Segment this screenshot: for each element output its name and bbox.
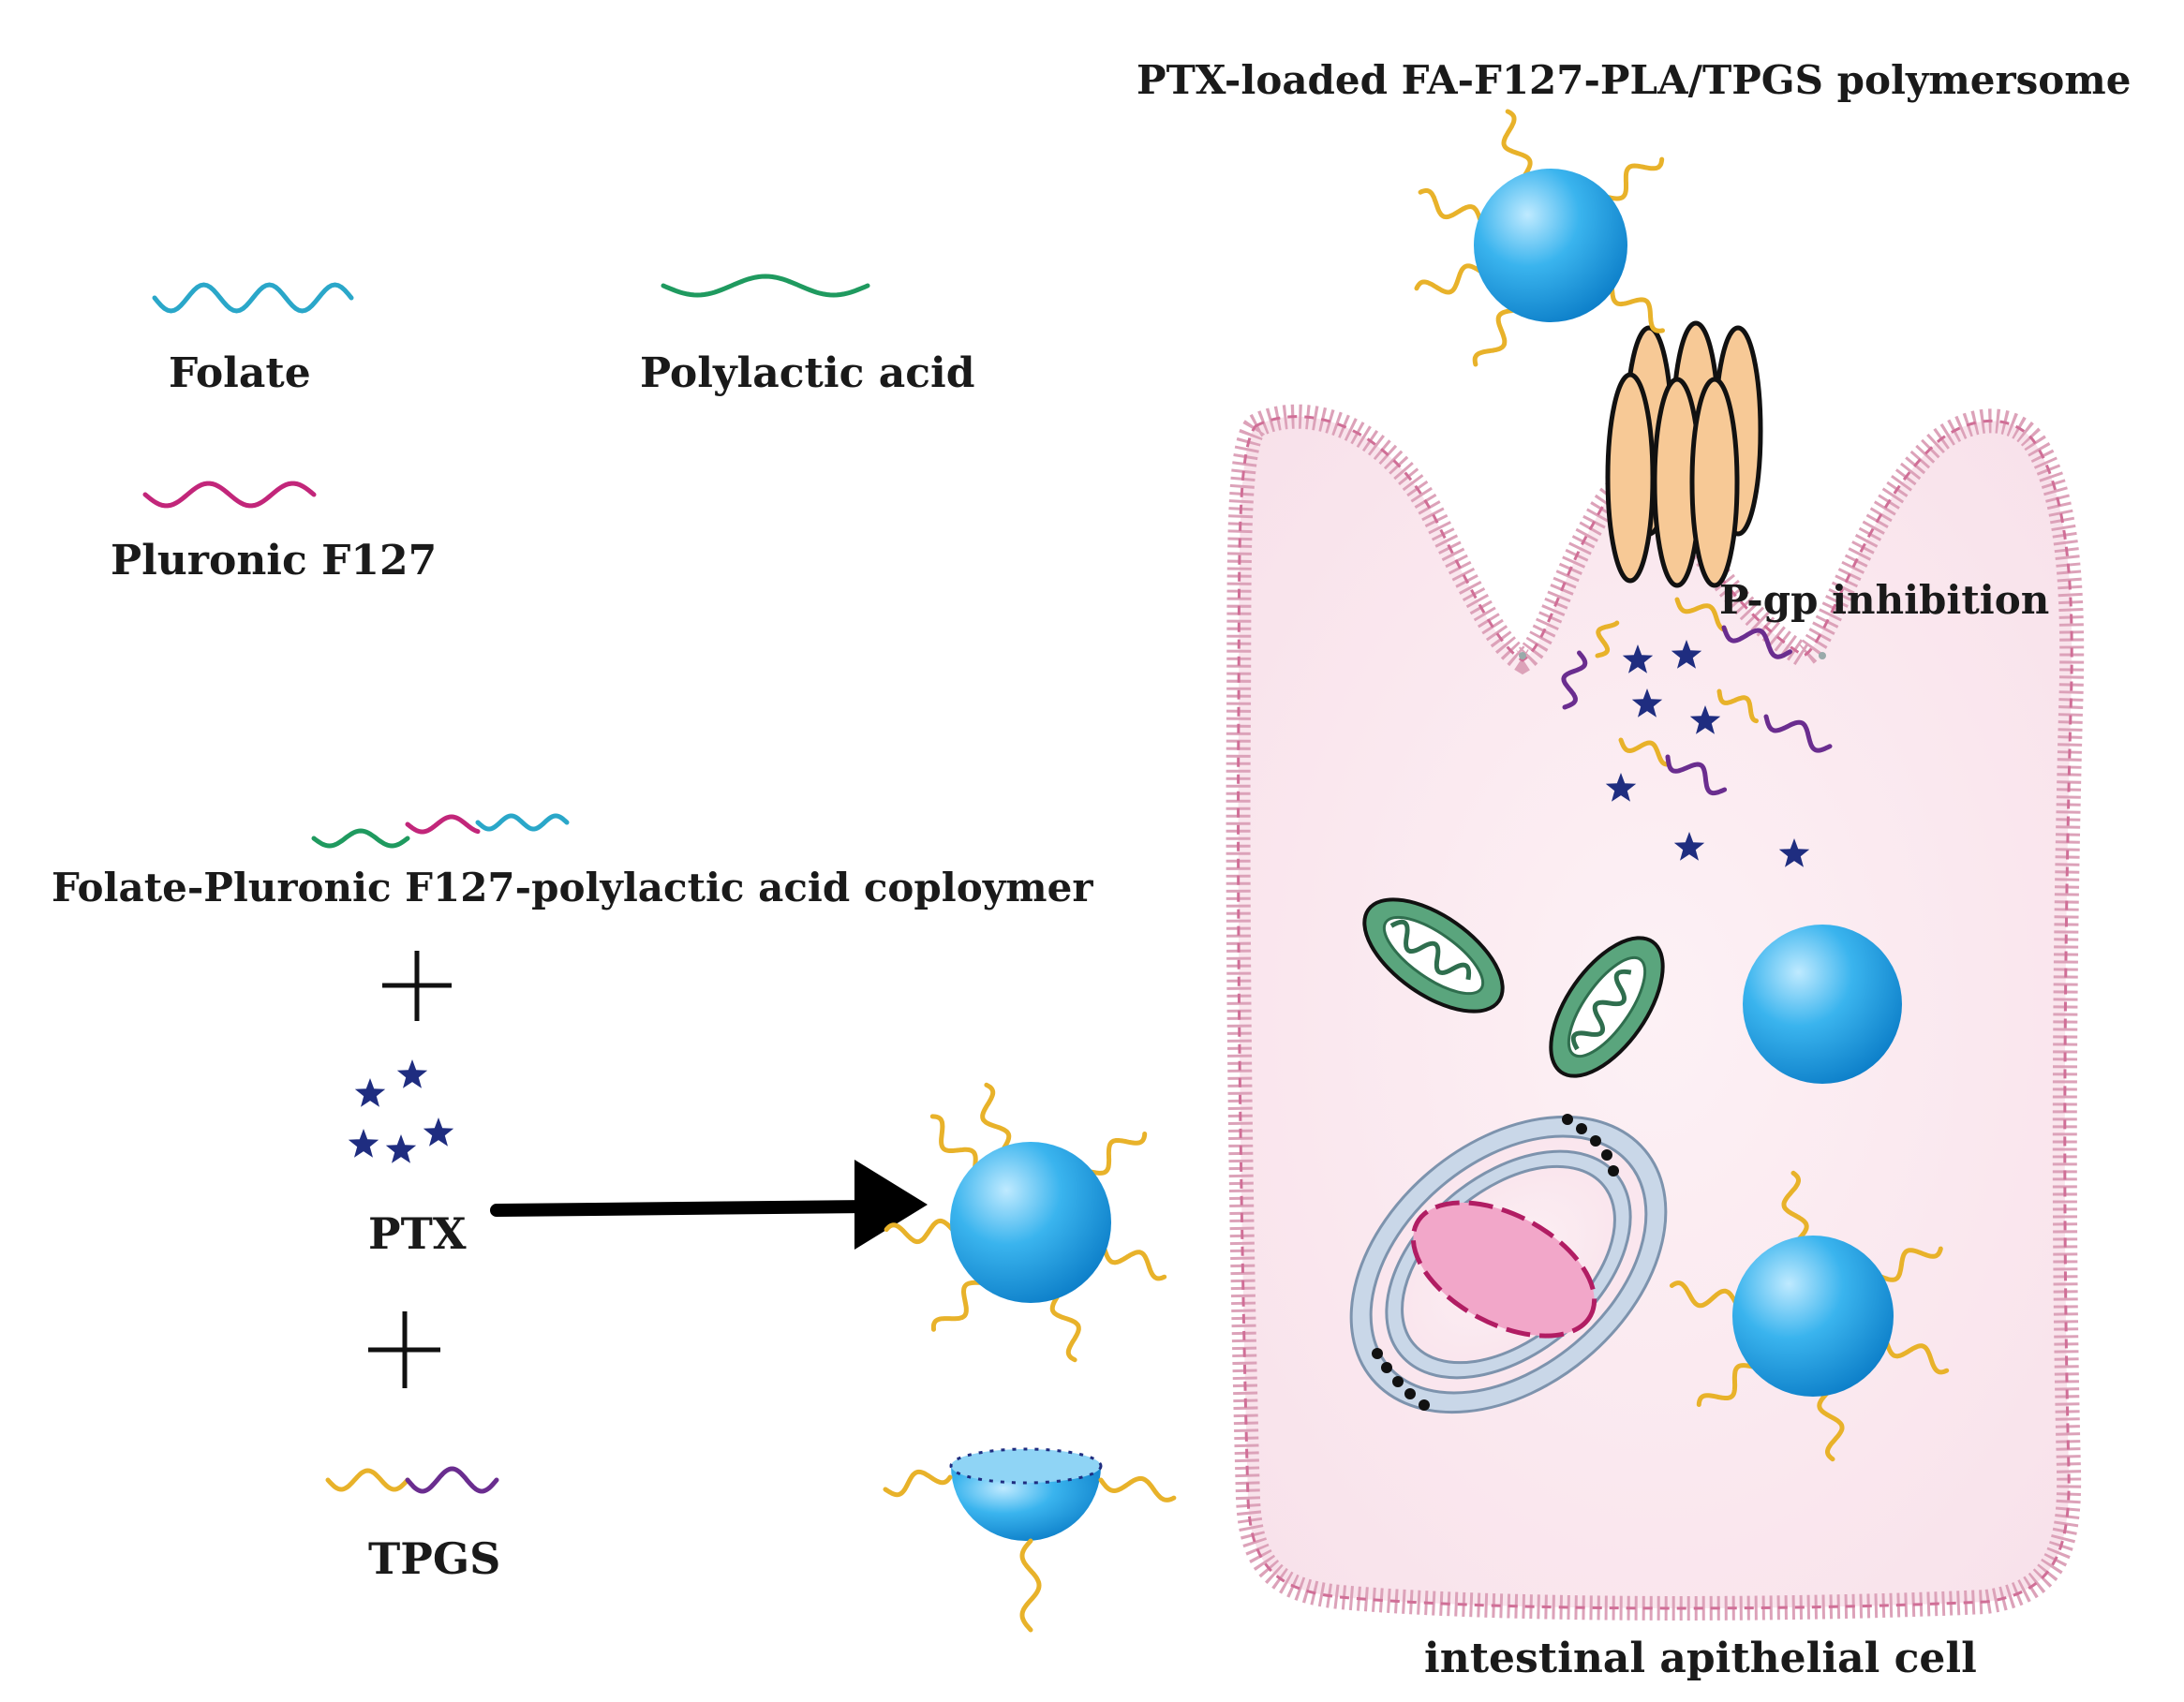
- sphere-tail: [884, 1218, 955, 1245]
- sphere-tail: [1049, 1294, 1081, 1363]
- star-icon: [1631, 688, 1663, 718]
- ptx-label: PTX: [368, 1208, 467, 1259]
- polylactic-acid-strand: [661, 274, 870, 298]
- released-tpgs-yellow: [1618, 737, 1670, 767]
- sphere-tail: [1817, 1391, 1845, 1462]
- star-icon: [354, 1078, 386, 1107]
- star-icon: [1689, 705, 1721, 734]
- sphere-tail: [929, 1114, 978, 1170]
- polymersome-label: PTX-loaded FA-F127-PLA/TPGS polymersome: [1137, 57, 2131, 103]
- mitochondrion-icon: [1362, 897, 1505, 1014]
- mitochondrion-icon: [1549, 936, 1665, 1078]
- tpgs-strand: [325, 1466, 499, 1494]
- tpgs-purple-segment: [405, 1466, 499, 1494]
- ribosome-dot: [1608, 1165, 1619, 1177]
- polymersome-middle: [884, 1082, 1167, 1363]
- released-tpgs-yellow: [1716, 688, 1759, 724]
- released-tpgs-yellow: [1674, 597, 1728, 632]
- ribosome-dot: [1562, 1114, 1573, 1125]
- released-tpgs-purple: [1763, 714, 1833, 753]
- sphere-body: [1743, 925, 1902, 1084]
- ribosome-dot: [1419, 1399, 1430, 1411]
- sphere-tail: [1669, 1280, 1738, 1309]
- star-icon: [385, 1134, 417, 1163]
- hemisphere-tail: [883, 1469, 953, 1498]
- released-tpgs-strands: [1561, 597, 1833, 796]
- sphere-tail: [1879, 1246, 1943, 1282]
- star-icon: [348, 1129, 379, 1158]
- sphere-tail: [1088, 1132, 1148, 1176]
- pluronic-strand: [142, 481, 317, 509]
- arrow-icon: [490, 1160, 928, 1250]
- released-tpgs-yellow: [1595, 620, 1620, 659]
- sphere-tail: [1418, 188, 1483, 223]
- legend-polylactic-label: Polylactic acid: [640, 349, 974, 397]
- star-icon: [1673, 832, 1705, 861]
- ribosome-dot: [1381, 1362, 1392, 1373]
- copolymer-pla-segment: [311, 828, 410, 849]
- copolymer-label: Folate-Pluronic F127-polylactic acid cop…: [52, 865, 1093, 910]
- sphere-body: [1474, 169, 1627, 322]
- released-tpgs-purple: [1721, 625, 1792, 659]
- sphere-tail: [1501, 109, 1533, 178]
- pgp-label: P-gp inhibition: [1719, 577, 2049, 623]
- ribosome-dot: [1404, 1388, 1416, 1399]
- polymersome-in-cell: [1669, 1170, 1950, 1462]
- sphere-tail: [1102, 1247, 1167, 1281]
- hemisphere-tail: [1098, 1475, 1177, 1502]
- sphere-tail: [930, 1280, 983, 1332]
- released-ptx-stars: [1605, 640, 1810, 867]
- sphere-body: [950, 1142, 1111, 1303]
- star-icon: [423, 1117, 454, 1147]
- copolymer-folate-segment: [475, 813, 570, 832]
- sphere-tail: [980, 1082, 1012, 1151]
- sphere-tail: [1696, 1363, 1756, 1407]
- tpgs-yellow-segment: [325, 1468, 410, 1492]
- star-icon: [1622, 644, 1654, 673]
- ptx-star-group: [348, 1059, 454, 1163]
- sphere-icon: [1743, 925, 1902, 1084]
- sphere-tail: [1605, 156, 1665, 201]
- plus-sign-1: [382, 951, 452, 1021]
- tpgs-label: TPGS: [368, 1533, 500, 1584]
- sphere-tail: [1884, 1340, 1950, 1375]
- hemisphere-tail: [1019, 1538, 1042, 1633]
- star-icon: [1778, 838, 1810, 867]
- cell-label: intestinal apithelial cell: [1424, 1635, 1977, 1682]
- legend-pluronic-label: Pluronic F127: [111, 537, 437, 585]
- star-icon: [1671, 640, 1702, 669]
- released-tpgs-purple: [1561, 650, 1588, 710]
- ribosome-dot: [1590, 1135, 1601, 1147]
- plus-sign-2: [368, 1311, 440, 1388]
- star-icon: [1605, 773, 1637, 802]
- ribosome-dot: [1576, 1123, 1587, 1134]
- hemisphere-vesicle: [883, 1447, 1177, 1633]
- nucleus: [1410, 1200, 1597, 1339]
- polymersome-top: [1414, 109, 1665, 367]
- copolymer-pluronic-segment: [405, 814, 481, 835]
- sphere-tail: [1414, 263, 1483, 295]
- ribosome-dot: [1392, 1376, 1404, 1387]
- sphere-tail: [1472, 307, 1516, 367]
- ribosome-dots: [1372, 1114, 1619, 1411]
- legend-folate-label: Folate: [169, 349, 311, 397]
- folate-strand: [152, 282, 354, 314]
- released-tpgs-purple: [1665, 754, 1728, 796]
- ribosome-dot: [1601, 1149, 1612, 1161]
- ribosome-dot: [1372, 1348, 1383, 1359]
- sphere-body: [1732, 1236, 1894, 1397]
- sphere-icon: [884, 109, 1950, 1462]
- star-icon: [396, 1059, 428, 1088]
- sphere-tail: [1610, 286, 1665, 333]
- copolymer-strand: [311, 813, 570, 849]
- pgp-pump-icon: [1605, 320, 1763, 588]
- sphere-tail: [1781, 1170, 1809, 1241]
